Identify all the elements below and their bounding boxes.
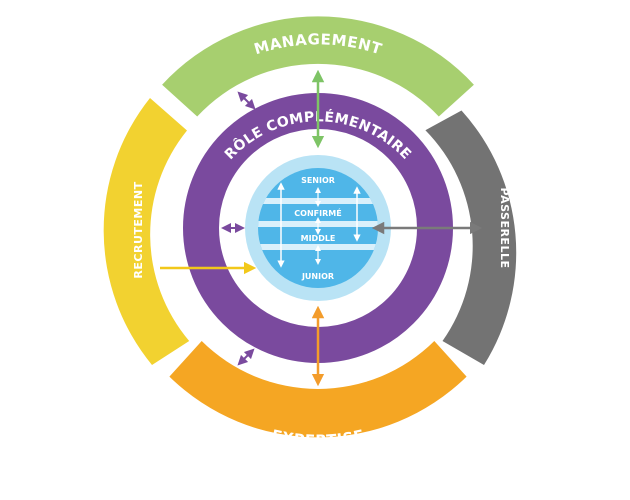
diagonal-arrow-top	[237, 91, 256, 110]
recrutement-label: RECRUTEMENT	[132, 181, 145, 278]
diagonal-arrow-bottom	[237, 348, 255, 366]
recrutement-segment	[103, 98, 190, 365]
expertise-label: EXPERTISE	[270, 426, 366, 449]
level-confirme: CONFIRMÉ	[294, 207, 341, 218]
level-junior: JUNIOR	[301, 272, 334, 281]
passerelle-segment	[425, 110, 517, 365]
management-segment	[162, 16, 474, 117]
level-middle: MIDDLE	[301, 234, 336, 243]
expertise-segment	[169, 341, 467, 438]
level-senior: SENIOR	[301, 176, 335, 185]
passerelle-label: PASSERELLE	[498, 188, 511, 269]
